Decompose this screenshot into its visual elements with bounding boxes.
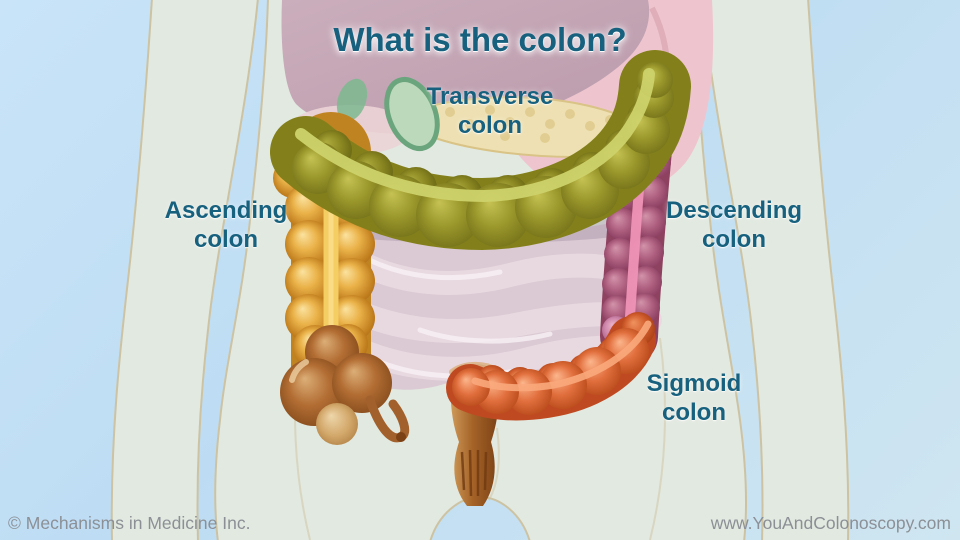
label-transverse-line1: Transverse	[426, 83, 554, 110]
gallbladder	[384, 77, 440, 151]
label-descending-colon: Descending colon	[666, 196, 802, 254]
cecum	[280, 325, 392, 445]
slide-title: What is the colon?	[333, 21, 627, 58]
website-url: www.YouAndColonoscopy.com	[710, 513, 951, 533]
right-arm	[701, 0, 850, 540]
sigmoid-colon	[446, 312, 656, 421]
transverse-stripe	[295, 68, 655, 203]
copyright-text: © Mechanisms in Medicine Inc.	[8, 513, 251, 533]
left-arm	[110, 0, 259, 540]
label-sigmoid-line1: Sigmoid	[646, 370, 742, 397]
label-transverse-colon: Transverse colon	[427, 82, 554, 140]
transverse-colon	[270, 50, 691, 251]
spleen-green	[336, 78, 368, 122]
label-sigmoid-line2: colon	[661, 399, 726, 426]
label-ascending-line1: Ascending	[164, 197, 288, 224]
label-sigmoid-colon: Sigmoid colon	[647, 369, 742, 427]
pancreas-texture	[425, 105, 635, 143]
sigmoid-highlight	[471, 320, 652, 392]
label-transverse-line2: colon	[457, 112, 522, 139]
label-descending-line1: Descending	[665, 197, 803, 224]
label-descending-line2: colon	[702, 226, 766, 253]
label-ascending-colon: Ascending colon	[165, 196, 288, 254]
appendix	[365, 395, 410, 443]
label-ascending-line2: colon	[194, 226, 258, 253]
